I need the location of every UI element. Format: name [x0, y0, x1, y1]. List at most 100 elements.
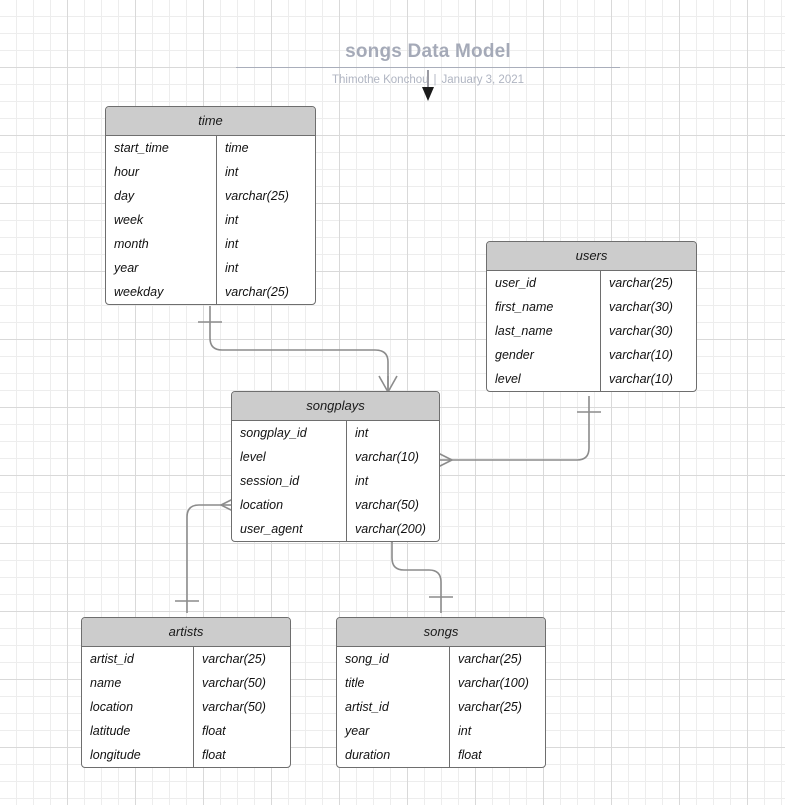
field-type: varchar(10) [355, 450, 419, 464]
field-row: first_name varchar(30) [487, 295, 696, 319]
field-row: day varchar(25) [106, 184, 315, 208]
field-name: gender [487, 343, 601, 367]
field-type: varchar(50) [202, 700, 266, 714]
entity-artists-title: artists [82, 618, 290, 647]
entity-users[interactable]: users user_id varchar(25) first_name var… [486, 241, 697, 392]
field-row: song_id varchar(25) [337, 647, 545, 671]
field-name: user_agent [232, 517, 347, 541]
field-row: hour int [106, 160, 315, 184]
field-type: varchar(25) [458, 652, 522, 666]
field-name: week [106, 208, 217, 232]
field-type: int [458, 724, 472, 738]
field-type: varchar(30) [609, 300, 673, 314]
field-type: varchar(25) [225, 285, 289, 299]
entity-artists-fields: artist_id varchar(25) name varchar(50) l… [82, 647, 290, 767]
field-name: location [232, 493, 347, 517]
field-name: year [106, 256, 217, 280]
field-row: session_id int [232, 469, 439, 493]
relationship-users-songplays [435, 396, 601, 469]
field-row: level varchar(10) [232, 445, 439, 469]
field-name: last_name [487, 319, 601, 343]
field-type: varchar(200) [355, 522, 426, 536]
field-type: time [225, 141, 249, 155]
field-name: user_id [487, 271, 601, 295]
field-row: week int [106, 208, 315, 232]
entity-time[interactable]: time start_time time hour int day varcha… [105, 106, 316, 305]
entity-time-fields: start_time time hour int day varchar(25)… [106, 136, 315, 304]
field-name: artist_id [337, 695, 450, 719]
field-type: int [225, 261, 239, 275]
field-row: user_id varchar(25) [487, 271, 696, 295]
entity-songplays-title: songplays [232, 392, 439, 421]
field-row: name varchar(50) [82, 671, 290, 695]
connector-line-artists-songplays [186, 504, 221, 613]
field-row: gender varchar(10) [487, 343, 696, 367]
field-row: latitude float [82, 719, 290, 743]
page-title: songs Data Model [345, 41, 511, 62]
field-name: start_time [106, 136, 217, 160]
field-name: weekday [106, 280, 217, 304]
field-type: float [202, 724, 226, 738]
entity-songs-title: songs [337, 618, 545, 647]
field-type: varchar(30) [609, 324, 673, 338]
field-type: float [458, 748, 482, 762]
crowsfoot-songplays-top [378, 375, 398, 394]
field-type: varchar(50) [355, 498, 419, 512]
field-row: year int [337, 719, 545, 743]
field-row: duration float [337, 743, 545, 767]
field-name: latitude [82, 719, 194, 743]
entity-songplays-fields: songplay_id int level varchar(10) sessio… [232, 421, 439, 541]
field-type: int [225, 237, 239, 251]
field-name: first_name [487, 295, 601, 319]
field-row: level varchar(10) [487, 367, 696, 391]
field-row: last_name varchar(30) [487, 319, 696, 343]
field-type: int [355, 426, 369, 440]
connector-line-users-songplays [452, 396, 590, 461]
entity-songs-fields: song_id varchar(25) title varchar(100) a… [337, 647, 545, 767]
field-row: title varchar(100) [337, 671, 545, 695]
date-label: January 3, 2021 [441, 74, 525, 86]
field-type: int [225, 213, 239, 227]
field-name: hour [106, 160, 217, 184]
field-type: varchar(10) [609, 372, 673, 386]
author-label: Thimothe Konchou [331, 74, 429, 86]
field-type: float [202, 748, 226, 762]
field-type: varchar(25) [609, 276, 673, 290]
entity-users-fields: user_id varchar(25) first_name varchar(3… [487, 271, 696, 391]
field-row: artist_id varchar(25) [82, 647, 290, 671]
entity-users-title: users [487, 242, 696, 271]
field-name: song_id [337, 647, 450, 671]
connector-line-time-songplays [209, 306, 389, 392]
field-type: int [225, 165, 239, 179]
field-name: songplay_id [232, 421, 347, 445]
field-name: level [487, 367, 601, 391]
field-row: location varchar(50) [82, 695, 290, 719]
entity-songs[interactable]: songs song_id varchar(25) title varchar(… [336, 617, 546, 768]
entity-artists[interactable]: artists artist_id varchar(25) name varch… [81, 617, 291, 768]
relationship-time-songplays [198, 306, 398, 394]
field-name: session_id [232, 469, 347, 493]
field-row: songplay_id int [232, 421, 439, 445]
field-row: weekday varchar(25) [106, 280, 315, 304]
field-name: name [82, 671, 194, 695]
field-type: varchar(25) [458, 700, 522, 714]
relationship-artists-songplays [175, 496, 238, 613]
field-row: start_time time [106, 136, 315, 160]
field-row: month int [106, 232, 315, 256]
field-type: varchar(100) [458, 676, 529, 690]
field-name: artist_id [82, 647, 194, 671]
entity-time-title: time [106, 107, 315, 136]
field-name: duration [337, 743, 450, 767]
field-row: year int [106, 256, 315, 280]
field-name: longitude [82, 743, 194, 767]
title-divider [236, 67, 620, 68]
entity-songplays[interactable]: songplays songplay_id int level varchar(… [231, 391, 440, 542]
field-name: day [106, 184, 217, 208]
diagram-subtitle: Thimothe Konchou|January 3, 2021 [236, 74, 620, 86]
field-name: location [82, 695, 194, 719]
field-type: varchar(25) [225, 189, 289, 203]
title-block: songs Data Model Thimothe Konchou|Januar… [236, 40, 620, 86]
field-name: title [337, 671, 450, 695]
field-type: int [355, 474, 369, 488]
